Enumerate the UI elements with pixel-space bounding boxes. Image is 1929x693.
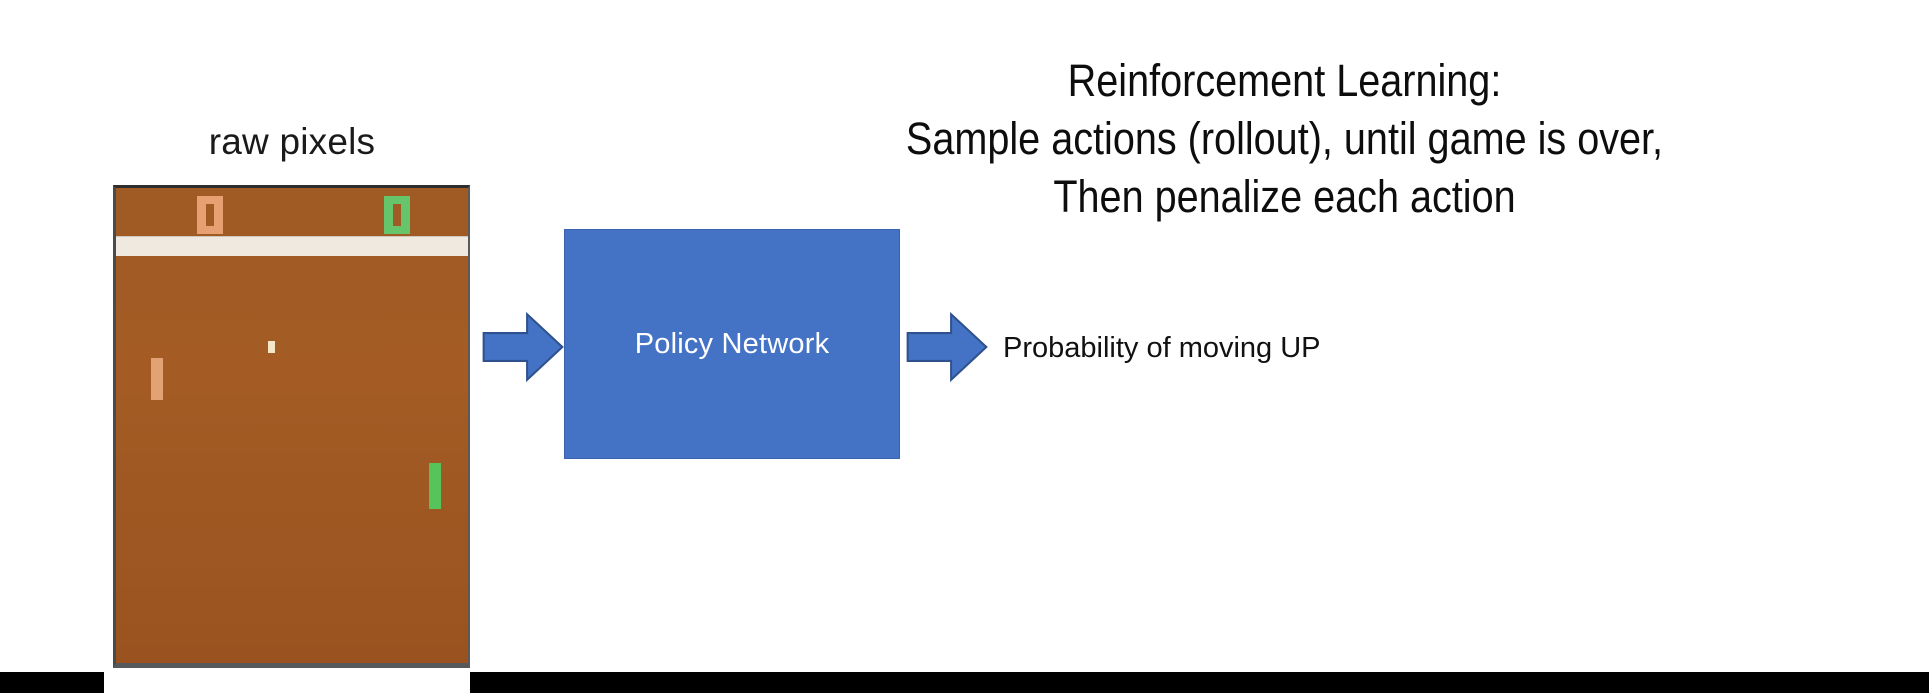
footer-bar-left bbox=[0, 672, 104, 693]
digit-inner-hole bbox=[393, 204, 401, 226]
footer-bar-right bbox=[470, 672, 1929, 693]
pong-screenshot bbox=[113, 185, 470, 668]
pong-paddle-left bbox=[151, 358, 163, 400]
pong-playfield bbox=[116, 188, 468, 663]
digit-inner-hole bbox=[206, 204, 214, 226]
pong-paddle-right bbox=[429, 463, 441, 509]
pong-ball bbox=[268, 341, 275, 353]
input-right-arrow-icon bbox=[482, 306, 564, 388]
pong-score-digit-right bbox=[384, 196, 410, 234]
pong-score-digit-left bbox=[197, 196, 223, 234]
output-right-arrow-icon bbox=[906, 306, 988, 388]
slide-title: Reinforcement Learning: Sample actions (… bbox=[640, 52, 1929, 226]
raw-pixels-caption: raw pixels bbox=[208, 121, 376, 162]
policy-network-label: Policy Network bbox=[634, 328, 830, 360]
title-line-3: Then penalize each action bbox=[1053, 171, 1516, 222]
output-probability-label: Probability of moving UP bbox=[1003, 332, 1321, 364]
pong-divider-band bbox=[116, 236, 468, 256]
ghost-watermark-text bbox=[560, 455, 900, 495]
title-line-1: Reinforcement Learning: bbox=[1067, 55, 1502, 106]
pong-score-strip bbox=[116, 188, 468, 236]
policy-network-box[interactable]: Policy Network bbox=[564, 229, 900, 459]
title-line-2: Sample actions (rollout), until game is … bbox=[905, 113, 1664, 164]
